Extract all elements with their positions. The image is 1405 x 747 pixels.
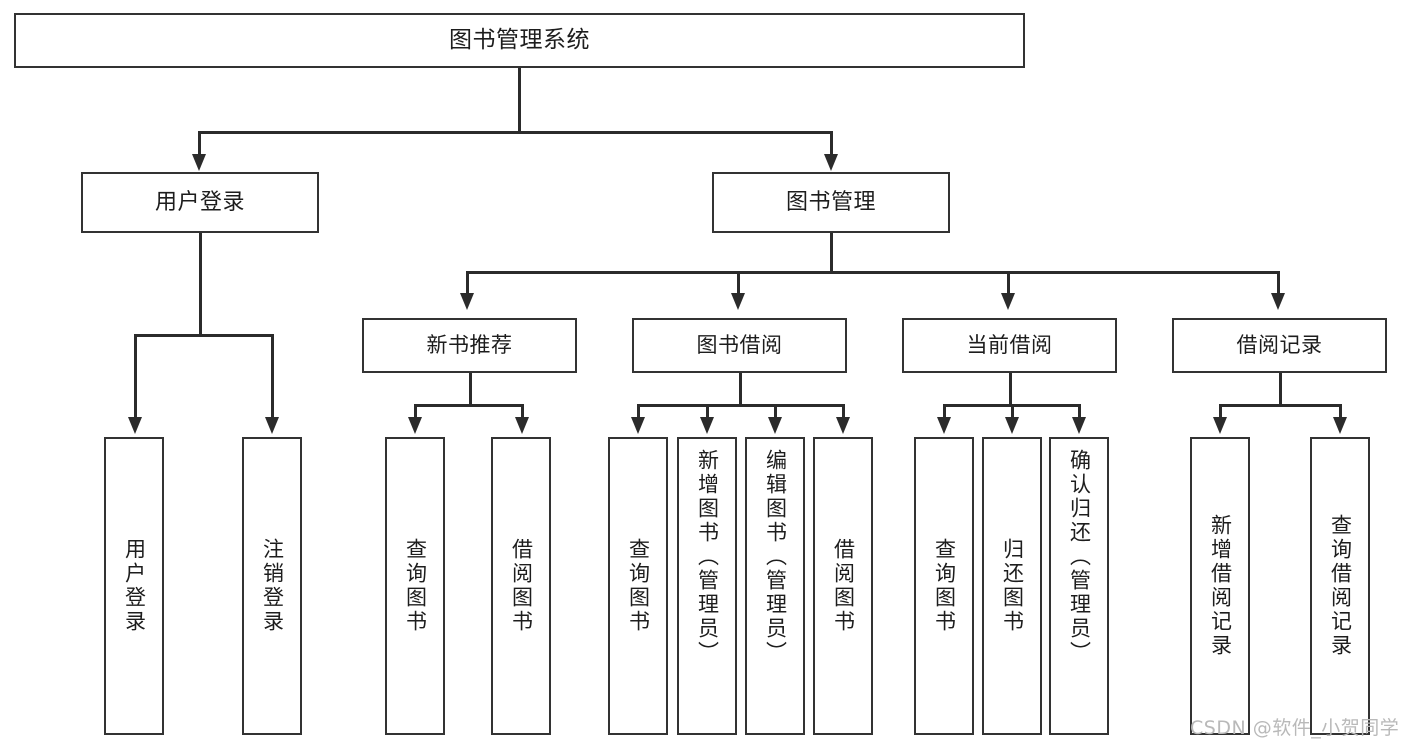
arrow-br-leaf-2 bbox=[1333, 417, 1347, 434]
connector-br-to-leaf-2 bbox=[1339, 404, 1342, 418]
connector-to-current-borrow bbox=[1007, 271, 1010, 294]
connector-bb-to-leaf-2 bbox=[706, 404, 709, 418]
leaf-query-book-recommend[interactable]: 查询图书 bbox=[385, 437, 445, 735]
arrow-bb-leaf-3 bbox=[768, 417, 782, 434]
node-label: 新增借阅记录 bbox=[1208, 514, 1233, 658]
leaf-borrow-book[interactable]: 借阅图书 bbox=[813, 437, 873, 735]
connector-root-to-user-login bbox=[198, 131, 201, 156]
arrow-bb-leaf-4 bbox=[836, 417, 850, 434]
node-label: 新增图书（管理员） bbox=[695, 449, 720, 665]
node-label: 查询图书 bbox=[626, 538, 651, 634]
arrow-to-book-manage bbox=[824, 154, 838, 171]
node-book-management[interactable]: 图书管理 bbox=[712, 172, 950, 233]
connector-to-new-book bbox=[466, 271, 469, 294]
leaf-borrow-book-recommend[interactable]: 借阅图书 bbox=[491, 437, 551, 735]
node-label: 归还图书 bbox=[1000, 538, 1025, 634]
connector-to-borrow-record bbox=[1277, 271, 1280, 294]
node-label: 图书管理系统 bbox=[449, 26, 590, 53]
arrow-nb-leaf-1 bbox=[408, 417, 422, 434]
node-new-book-recommend[interactable]: 新书推荐 bbox=[362, 318, 577, 373]
leaf-add-borrow-record[interactable]: 新增借阅记录 bbox=[1190, 437, 1250, 735]
node-label: 当前借阅 bbox=[966, 333, 1053, 358]
connector-new-book-stem bbox=[469, 373, 472, 406]
node-label: 新书推荐 bbox=[426, 333, 513, 358]
node-label: 图书借阅 bbox=[696, 333, 783, 358]
node-label: 借阅图书 bbox=[509, 538, 534, 634]
node-label: 借阅图书 bbox=[831, 538, 856, 634]
arrow-to-current-borrow bbox=[1001, 293, 1015, 310]
connector-to-book-borrow bbox=[737, 271, 740, 294]
node-label: 查询借阅记录 bbox=[1328, 514, 1353, 658]
connector-cb-to-leaf-2 bbox=[1011, 404, 1014, 418]
arrow-to-book-borrow bbox=[731, 293, 745, 310]
node-label: 图书管理 bbox=[785, 189, 876, 215]
connector-bb-to-leaf-1 bbox=[637, 404, 640, 418]
connector-root-bus bbox=[198, 131, 832, 134]
arrow-to-leaf-user-login bbox=[128, 417, 142, 434]
connector-borrow-record-stem bbox=[1279, 373, 1282, 406]
arrow-to-user-login bbox=[192, 154, 206, 171]
arrow-br-leaf-1 bbox=[1213, 417, 1227, 434]
leaf-logout[interactable]: 注销登录 bbox=[242, 437, 302, 735]
connector-book-borrow-stem bbox=[739, 373, 742, 406]
node-root-system[interactable]: 图书管理系统 bbox=[14, 13, 1025, 68]
connector-new-book-to-leaf-2 bbox=[521, 404, 524, 418]
arrow-to-new-book bbox=[460, 293, 474, 310]
node-label: 用户登录 bbox=[122, 538, 147, 634]
leaf-confirm-return-admin[interactable]: 确认归还（管理员） bbox=[1049, 437, 1109, 735]
leaf-user-login[interactable]: 用户登录 bbox=[104, 437, 164, 735]
arrow-nb-leaf-2 bbox=[515, 417, 529, 434]
node-label: 编辑图书（管理员） bbox=[763, 449, 788, 665]
node-label: 确认归还（管理员） bbox=[1067, 449, 1092, 665]
arrow-to-borrow-record bbox=[1271, 293, 1285, 310]
connector-borrow-record-bus bbox=[1219, 404, 1341, 407]
node-label: 查询图书 bbox=[403, 538, 428, 634]
connector-book-manage-bus bbox=[466, 271, 1279, 274]
connector-book-manage-stem bbox=[830, 233, 833, 273]
node-borrow-record[interactable]: 借阅记录 bbox=[1172, 318, 1387, 373]
arrow-bb-leaf-1 bbox=[631, 417, 645, 434]
leaf-query-book-current[interactable]: 查询图书 bbox=[914, 437, 974, 735]
node-user-login[interactable]: 用户登录 bbox=[81, 172, 319, 233]
connector-bb-to-leaf-3 bbox=[774, 404, 777, 418]
arrow-bb-leaf-2 bbox=[700, 417, 714, 434]
arrow-cb-leaf-3 bbox=[1072, 417, 1086, 434]
leaf-add-book-admin[interactable]: 新增图书（管理员） bbox=[677, 437, 737, 735]
connector-user-login-bus bbox=[134, 334, 273, 337]
connector-new-book-to-leaf-1 bbox=[414, 404, 417, 418]
connector-root-stem bbox=[518, 68, 521, 132]
arrow-cb-leaf-2 bbox=[1005, 417, 1019, 434]
node-label: 注销登录 bbox=[260, 538, 285, 634]
arrow-cb-leaf-1 bbox=[937, 417, 951, 434]
connector-user-login-to-leaf-1 bbox=[134, 334, 137, 418]
connector-bb-to-leaf-4 bbox=[842, 404, 845, 418]
connector-book-borrow-bus bbox=[637, 404, 844, 407]
node-label: 借阅记录 bbox=[1236, 333, 1323, 358]
connector-user-login-stem bbox=[199, 233, 202, 335]
connector-user-login-to-leaf-2 bbox=[271, 334, 274, 418]
connector-new-book-bus bbox=[414, 404, 524, 407]
connector-cb-to-leaf-1 bbox=[943, 404, 946, 418]
node-label: 查询图书 bbox=[932, 538, 957, 634]
node-current-borrow[interactable]: 当前借阅 bbox=[902, 318, 1117, 373]
leaf-query-book-borrow[interactable]: 查询图书 bbox=[608, 437, 668, 735]
connector-root-to-book-manage bbox=[830, 131, 833, 156]
leaf-edit-book-admin[interactable]: 编辑图书（管理员） bbox=[745, 437, 805, 735]
arrow-to-leaf-logout bbox=[265, 417, 279, 434]
connector-br-to-leaf-1 bbox=[1219, 404, 1222, 418]
connector-current-borrow-stem bbox=[1009, 373, 1012, 406]
leaf-query-borrow-record[interactable]: 查询借阅记录 bbox=[1310, 437, 1370, 735]
connector-cb-to-leaf-3 bbox=[1078, 404, 1081, 418]
leaf-return-book[interactable]: 归还图书 bbox=[982, 437, 1042, 735]
node-book-borrow[interactable]: 图书借阅 bbox=[632, 318, 847, 373]
node-label: 用户登录 bbox=[154, 189, 245, 215]
